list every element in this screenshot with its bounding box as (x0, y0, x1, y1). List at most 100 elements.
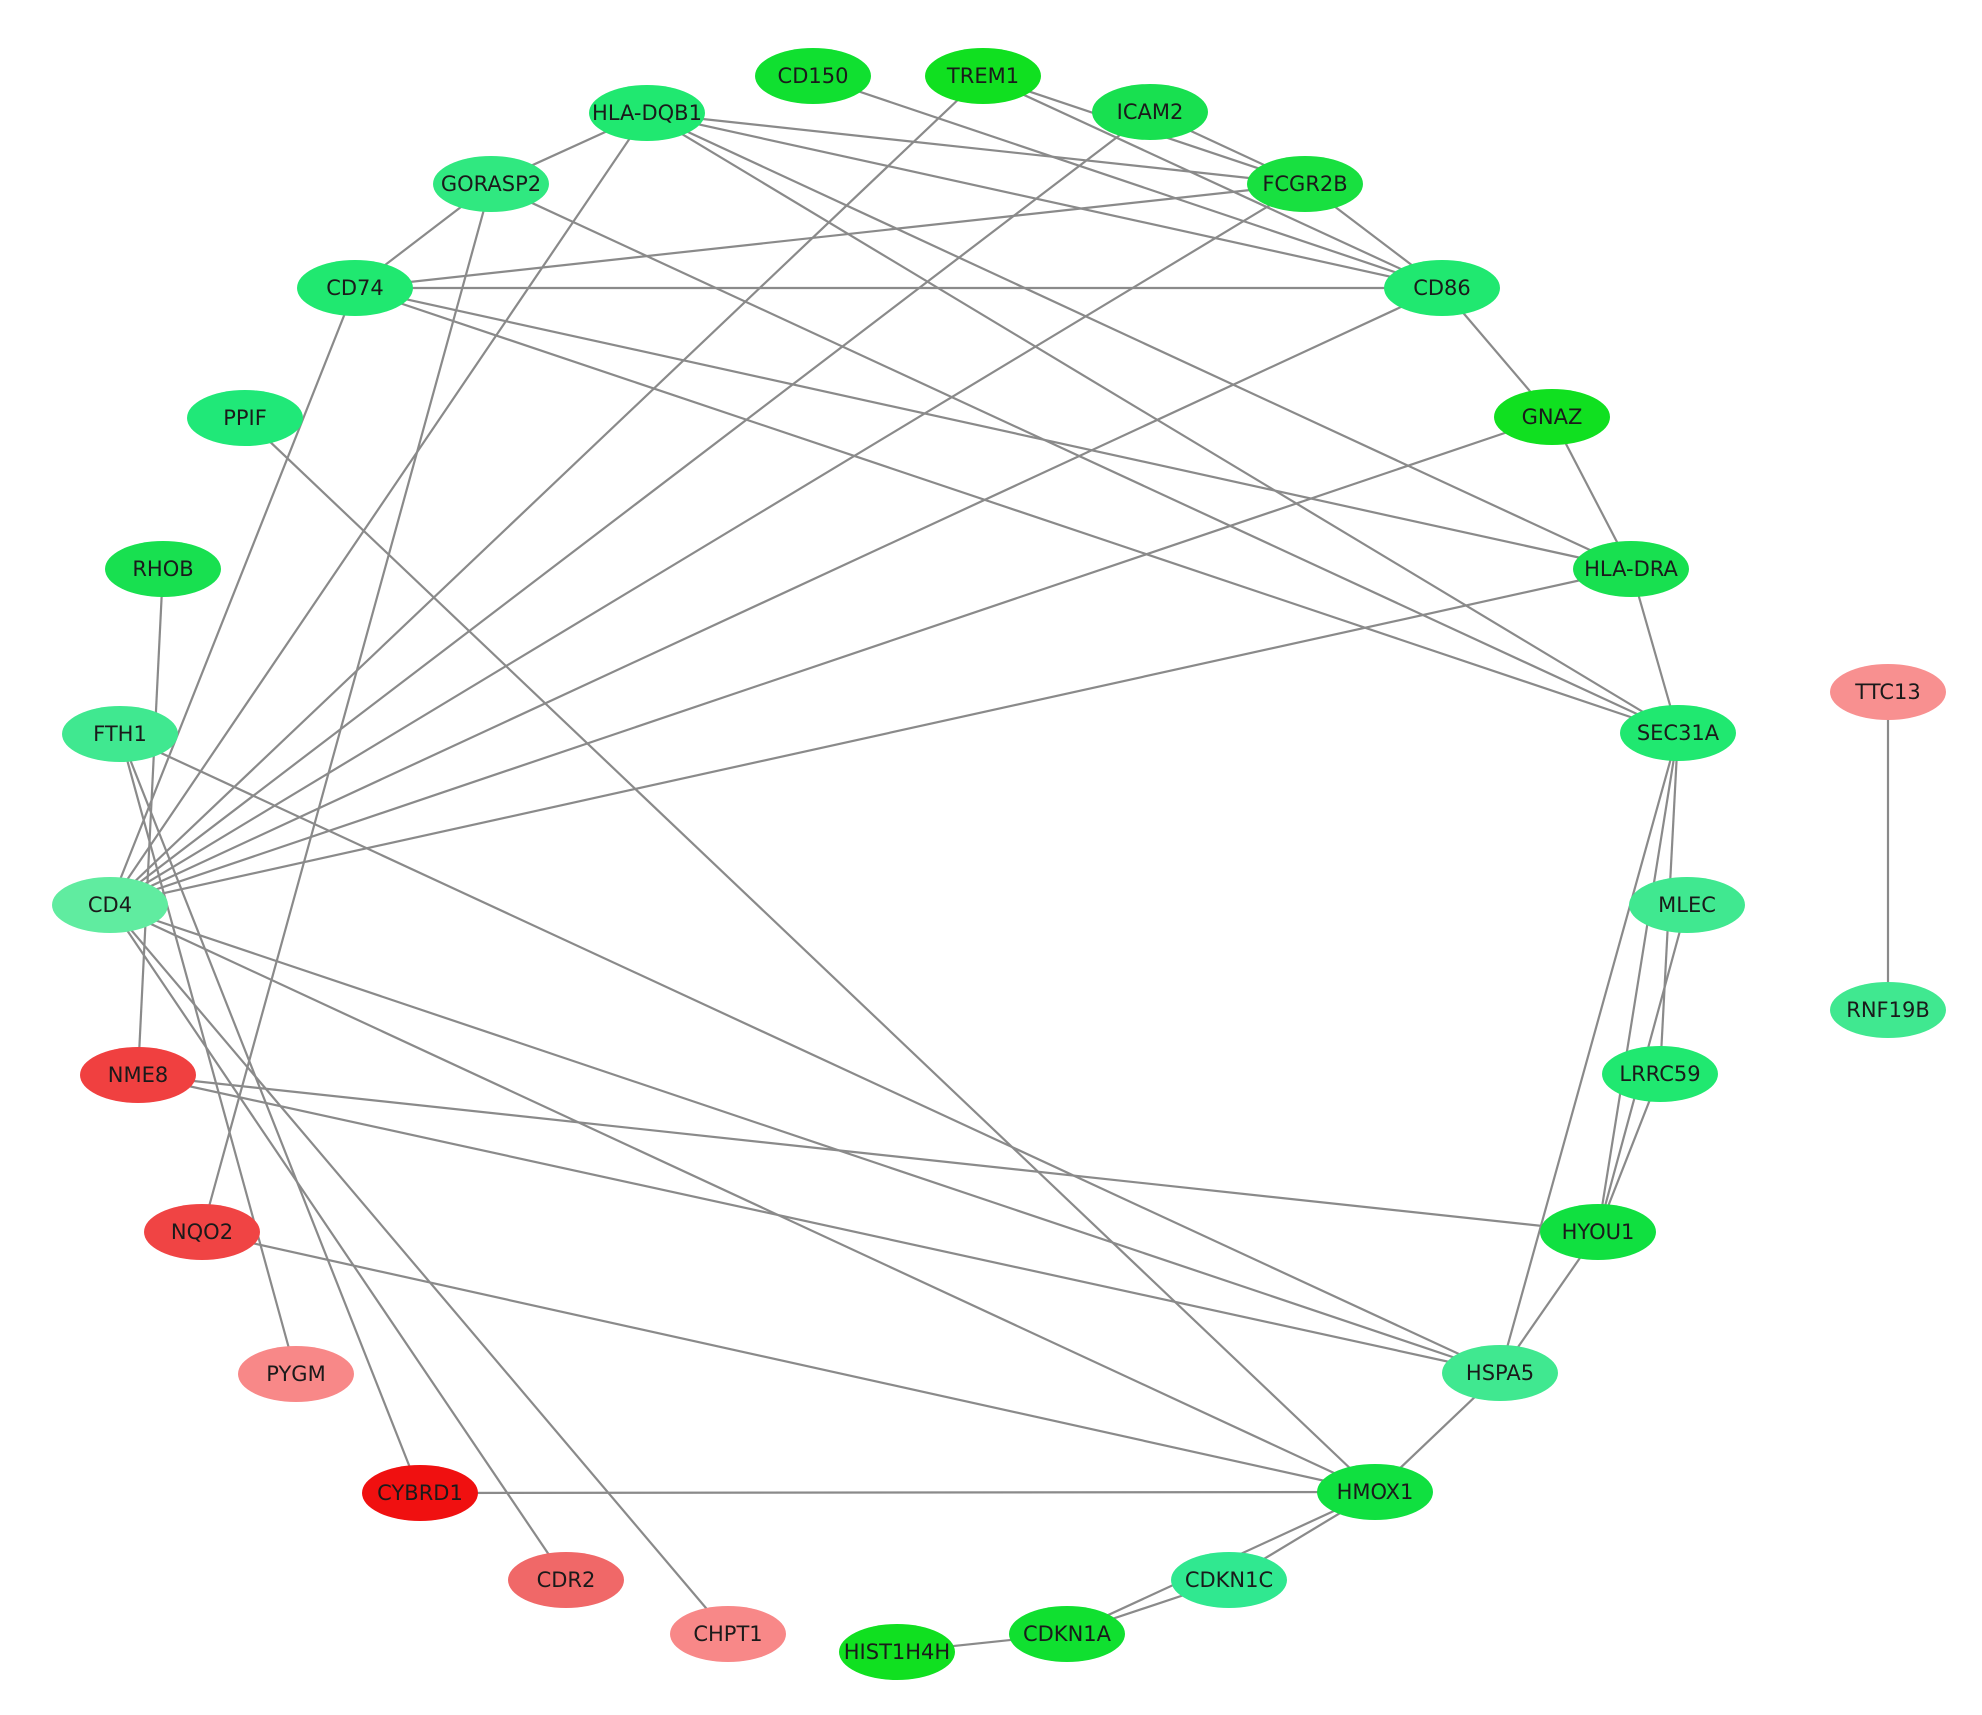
edge-nqo2-hmox1 (201, 1230, 1376, 1494)
node-label-cdkn1a: CDKN1A (1023, 1622, 1112, 1646)
node-label-rnf19b: RNF19B (1846, 998, 1930, 1022)
node-shape-fcgr2b (1247, 156, 1363, 212)
node-pygm[interactable]: PYGM (238, 1346, 354, 1402)
edge-gorasp2-nqo2 (200, 183, 493, 1233)
edge-trem1-cd4 (109, 75, 984, 906)
node-shape-trem1 (925, 48, 1041, 104)
edge-cd74-hla-dra (354, 286, 1632, 571)
node-lrrc59[interactable]: LRRC59 (1602, 1046, 1718, 1102)
node-cdkn1a[interactable]: CDKN1A (1009, 1606, 1125, 1662)
node-sec31a[interactable]: SEC31A (1620, 705, 1736, 761)
edge-cd4-chpt1 (109, 904, 729, 1635)
node-cybrd1[interactable]: CYBRD1 (362, 1465, 478, 1521)
node-label-icam2: ICAM2 (1117, 100, 1184, 124)
node-label-nme8: NME8 (108, 1063, 168, 1087)
node-label-hist1h4h: HIST1H4H (844, 1640, 950, 1664)
edge-icam2-cd4 (109, 111, 1151, 906)
node-hist1h4h[interactable]: HIST1H4H (839, 1624, 955, 1680)
node-trem1[interactable]: TREM1 (925, 48, 1041, 104)
node-shape-chpt1 (670, 1606, 786, 1662)
node-hmox1[interactable]: HMOX1 (1317, 1464, 1433, 1520)
node-fth1[interactable]: FTH1 (62, 706, 178, 762)
edge-fth1-cybrd1 (118, 733, 422, 1494)
edge-hla-dqb1-fcgr2b (646, 111, 1306, 186)
edge-hla-dqb1-sec31a (646, 112, 1679, 734)
node-label-cdkn1c: CDKN1C (1185, 1568, 1273, 1592)
node-label-lrrc59: LRRC59 (1619, 1062, 1700, 1086)
edge-nme8-hspa5 (137, 1073, 1501, 1375)
node-shape-nqo2 (144, 1204, 260, 1260)
node-label-ttc13: TTC13 (1854, 680, 1920, 704)
edge-gnaz-cd4 (109, 415, 1553, 907)
node-ppif[interactable]: PPIF (187, 390, 303, 446)
node-shape-gnaz (1494, 389, 1610, 445)
node-shape-rnf19b (1830, 982, 1946, 1038)
node-label-hmox1: HMOX1 (1337, 1480, 1414, 1504)
node-shape-ppif (187, 390, 303, 446)
edge-sec31a-hspa5 (1498, 732, 1680, 1374)
node-shape-rhob (105, 541, 221, 597)
node-shape-sec31a (1620, 705, 1736, 761)
node-label-cdr2: CDR2 (537, 1568, 596, 1592)
node-label-gorasp2: GORASP2 (441, 172, 541, 196)
node-label-cd150: CD150 (778, 64, 849, 88)
edge-cd4-cdr2 (109, 904, 567, 1581)
node-chpt1[interactable]: CHPT1 (670, 1606, 786, 1662)
node-label-ppif: PPIF (223, 406, 267, 430)
node-shape-pygm (238, 1346, 354, 1402)
node-hla-dqb1[interactable]: HLA-DQB1 (589, 85, 705, 141)
edge-cd86-cd4 (109, 287, 1443, 906)
edge-trem1-cd86 (982, 75, 1443, 289)
node-label-hyou1: HYOU1 (1562, 1220, 1635, 1244)
node-mlec[interactable]: MLEC (1629, 877, 1745, 933)
node-rhob[interactable]: RHOB (105, 541, 221, 597)
node-cdkn1c[interactable]: CDKN1C (1171, 1552, 1287, 1608)
node-cdr2[interactable]: CDR2 (508, 1552, 624, 1608)
node-label-pygm: PYGM (266, 1362, 325, 1386)
node-cd86[interactable]: CD86 (1384, 260, 1500, 316)
node-shape-cdkn1a (1009, 1606, 1125, 1662)
node-shape-nme8 (80, 1047, 196, 1103)
edge-cd74-sec31a (354, 286, 1679, 735)
node-ttc13[interactable]: TTC13 (1830, 664, 1946, 720)
node-label-gnaz: GNAZ (1522, 405, 1583, 429)
node-shape-gorasp2 (433, 156, 549, 212)
node-shape-hspa5 (1442, 1345, 1558, 1401)
node-fcgr2b[interactable]: FCGR2B (1247, 156, 1363, 212)
node-hyou1[interactable]: HYOU1 (1540, 1204, 1656, 1260)
node-cd150[interactable]: CD150 (755, 48, 871, 104)
node-label-mlec: MLEC (1658, 893, 1716, 917)
node-rnf19b[interactable]: RNF19B (1830, 982, 1946, 1038)
edge-hla-dqb1-cd86 (646, 111, 1443, 290)
edge-hla-dqb1-hla-dra (646, 112, 1632, 570)
edge-hla-dqb1-cd4 (109, 112, 648, 906)
node-shape-icam2 (1092, 84, 1208, 140)
node-shape-cd150 (755, 48, 871, 104)
edge-cd150-cd86 (812, 74, 1443, 290)
node-hspa5[interactable]: HSPA5 (1442, 1345, 1558, 1401)
node-cd74[interactable]: CD74 (297, 260, 413, 316)
node-label-cybrd1: CYBRD1 (377, 1481, 463, 1505)
node-label-hspa5: HSPA5 (1466, 1361, 1534, 1385)
node-label-fcgr2b: FCGR2B (1262, 172, 1347, 196)
node-gorasp2[interactable]: GORASP2 (433, 156, 549, 212)
node-nme8[interactable]: NME8 (80, 1047, 196, 1103)
node-shape-hla-dqb1 (589, 85, 705, 141)
node-shape-hla-dra (1573, 541, 1689, 597)
node-shape-mlec (1629, 877, 1745, 933)
edge-cd4-hspa5 (109, 903, 1501, 1375)
node-shape-cd4 (52, 877, 168, 933)
edge-fcgr2b-cd4 (109, 183, 1306, 906)
node-nqo2[interactable]: NQO2 (144, 1204, 260, 1260)
node-label-hla-dqb1: HLA-DQB1 (592, 101, 702, 125)
node-label-cd4: CD4 (88, 893, 132, 917)
node-label-chpt1: CHPT1 (693, 1622, 762, 1646)
node-cd4[interactable]: CD4 (52, 877, 168, 933)
node-icam2[interactable]: ICAM2 (1092, 84, 1208, 140)
node-gnaz[interactable]: GNAZ (1494, 389, 1610, 445)
node-hla-dra[interactable]: HLA-DRA (1573, 541, 1689, 597)
edge-fth1-hspa5 (119, 733, 1501, 1374)
